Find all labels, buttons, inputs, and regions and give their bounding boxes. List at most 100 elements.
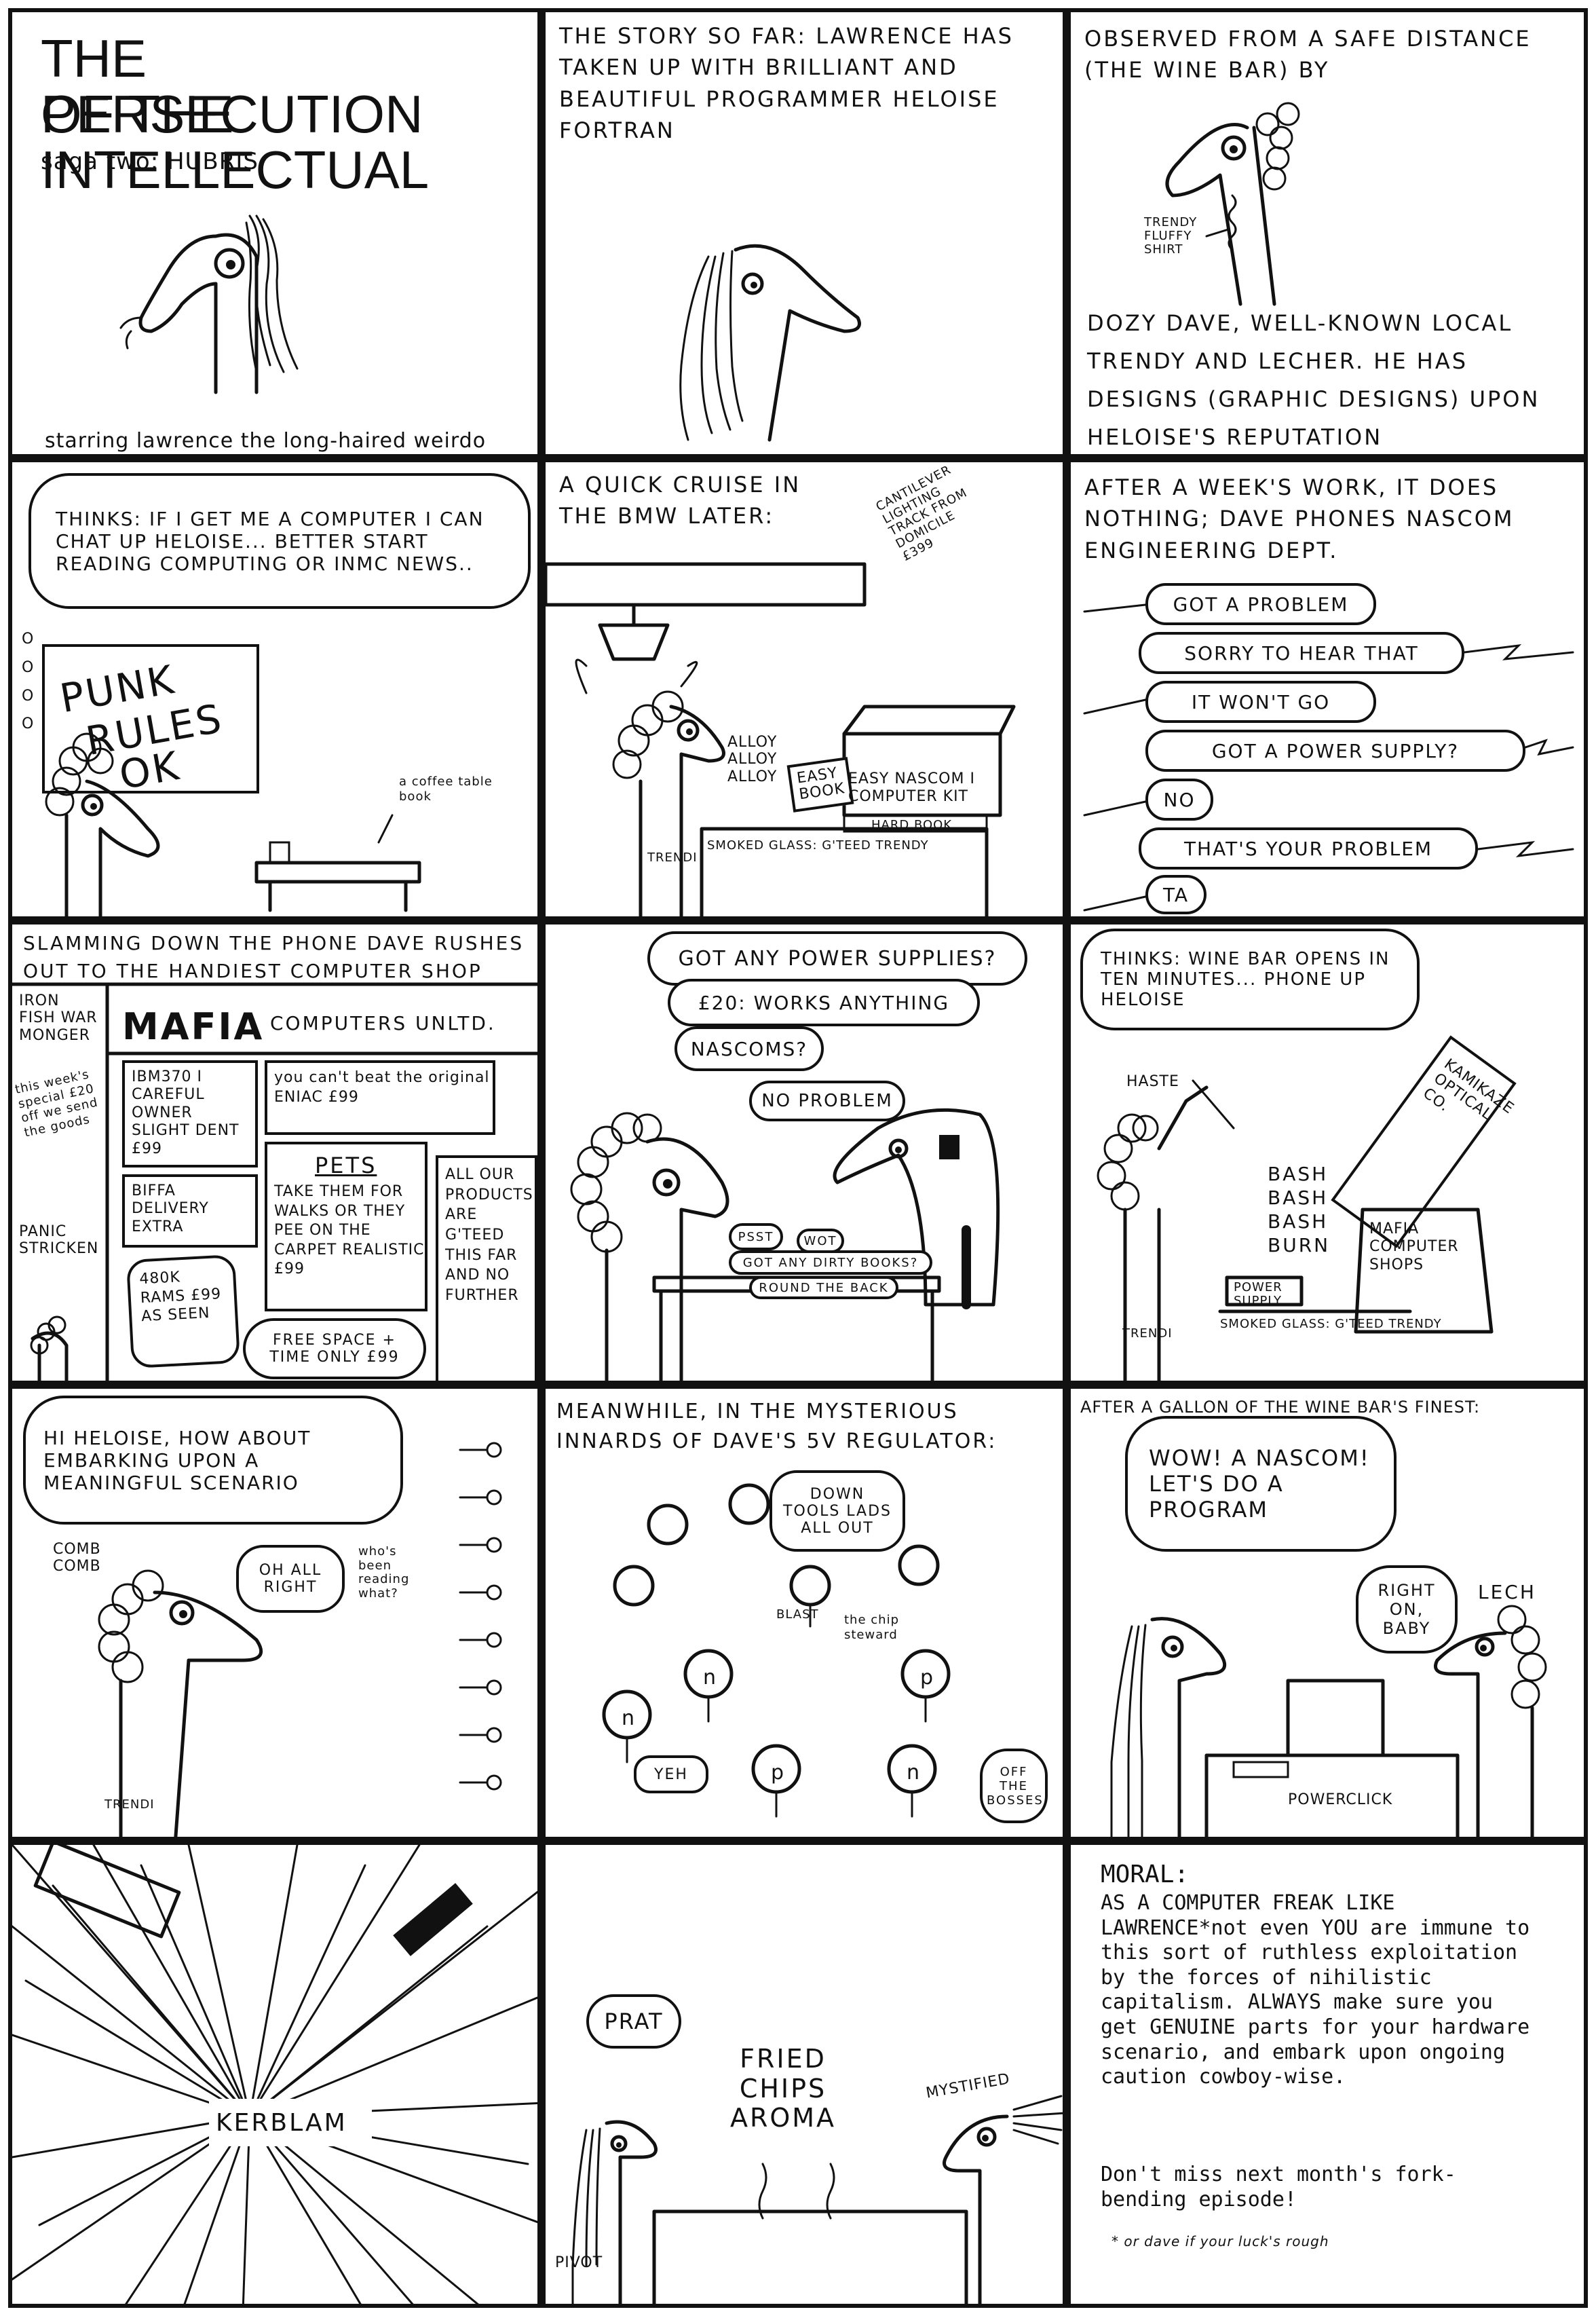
whisper-dirty-books: GOT ANY DIRTY BOOKS? xyxy=(729,1250,932,1275)
mafia-bag-label: MAFIA COMPUTER SHOPS xyxy=(1369,1220,1459,1273)
moral-title: MORAL: xyxy=(1101,1861,1190,1888)
shop-front-drawing xyxy=(12,982,537,1381)
panel-computer-shop: SLAMMING DOWN THE PHONE DAVE RUSHES OUT … xyxy=(8,920,542,1385)
powerclick-label: POWERCLICK xyxy=(1288,1791,1393,1808)
trendi-tag-2: TRENDI xyxy=(1122,1326,1173,1341)
dave-caption: DOZY DAVE, WELL-KNOWN LOCAL TRENDY AND L… xyxy=(1087,310,1540,450)
panel-phone-call: AFTER A WEEK'S WORK, IT DOES NOTHING; DA… xyxy=(1067,458,1588,920)
coffee-table-label: a coffee table book xyxy=(399,774,493,804)
whisper-psst: PSST xyxy=(729,1223,783,1250)
ask-power-supplies: GOT ANY POWER SUPPLIES? xyxy=(647,931,1027,986)
lech-sound: LECH xyxy=(1478,1581,1536,1603)
kerblam-box: KERBLAM xyxy=(209,2099,372,2146)
smoked-glass-label: SMOKED GLASS: G'TEED TRENDY xyxy=(707,838,929,853)
products-notice: ALL OUR PRODUCTS ARE G'TEED THIS FAR AND… xyxy=(436,1155,537,1381)
regulator-caption: MEANWHILE, IN THE MYSTERIOUS INNARDS OF … xyxy=(556,1400,998,1453)
next-month: Don't miss next month's fork-bending epi… xyxy=(1101,2163,1456,2211)
bash-sound: BASH BASH BASH BURN xyxy=(1268,1163,1331,1256)
off-bosses-speech: off the bosses xyxy=(980,1749,1048,1823)
electron-n-2: n xyxy=(622,1706,636,1730)
phone-line-3: IT WON'T GO xyxy=(1145,681,1376,723)
right-on-speech: RIGHT ON, BABY xyxy=(1356,1565,1458,1654)
easy-book: EASY BOOK xyxy=(786,757,854,813)
lawrence-thinking-drawing xyxy=(45,732,421,916)
yeh-speech: YEH xyxy=(634,1755,708,1793)
phone-line-5: NO xyxy=(1145,779,1213,821)
no-problem: NO PROBLEM xyxy=(749,1081,905,1121)
haste-label: HASTE xyxy=(1126,1073,1179,1090)
power-supply-label: POWER SUPPLY xyxy=(1234,1280,1282,1308)
whisper-round-back: ROUND THE BACK xyxy=(749,1276,898,1299)
ibm-ad: IBM370 I CAREFUL OWNER SLIGHT DENT £99 xyxy=(122,1060,258,1168)
cruise-caption: A QUICK CRUISE IN THE BMW LATER: xyxy=(559,472,801,529)
scenario-speech: HI HELOISE, HOW ABOUT EMBARKING UPON A M… xyxy=(23,1396,403,1525)
panel-kerblam: KERBLAM xyxy=(8,1841,542,2308)
panel-observed: OBSERVED FROM A SAFE DISTANCE (THE WINE … xyxy=(1067,8,1588,458)
phone-line-4: GOT A POWER SUPPLY? xyxy=(1145,730,1525,772)
trendi-tag: TRENDI xyxy=(647,851,698,865)
blast-label: BLAST xyxy=(776,1607,819,1622)
down-tools-speech: DOWN TOOLS LADS ALL OUT xyxy=(770,1470,905,1552)
comic-title-line2: OF THE INTELLECTUAL xyxy=(41,84,430,200)
phone-line-7: TA xyxy=(1145,875,1206,914)
punk-poster: PUNK RULES OK xyxy=(42,644,259,798)
gallon-caption: AFTER A GALLON OF THE WINE BAR'S FINEST: xyxy=(1080,1398,1481,1417)
starring-caption: starring lawrence the long-haired weirdo xyxy=(45,429,487,453)
electron-p-1: p xyxy=(920,1666,934,1689)
eniac-ad: you can't beat the original ENIAC £99 xyxy=(265,1060,495,1135)
shop-caption: SLAMMING DOWN THE PHONE DAVE RUSHES OUT … xyxy=(23,932,525,982)
shirt-label: TRENDY FLUFFY SHIRT xyxy=(1144,215,1198,257)
shop-drawing xyxy=(546,562,1016,916)
panel-story-so-far: THE STORY SO FAR: LAWRENCE HAS TAKEN UP … xyxy=(542,8,1067,458)
phone-zigzags xyxy=(1083,603,1574,912)
works-anything: £20: WORKS ANYTHING xyxy=(668,979,980,1026)
alloy-label: ALLOY ALLOY ALLOY xyxy=(727,734,778,785)
smoked-glass-label-2: SMOKED GLASS: G'TEED TRENDY xyxy=(1220,1317,1442,1331)
bashing-drawing xyxy=(1097,1079,1494,1381)
phone-line-1: GOT A PROBLEM xyxy=(1145,583,1376,625)
panel-thinks-computer: THINKS: IF I GET ME A COMPUTER I CAN CHA… xyxy=(8,458,542,920)
fishmonger-sign: IRON FISH WAR MONGER xyxy=(19,992,98,1044)
electrons-drawing xyxy=(602,1483,951,1818)
panic-label: PANIC STRICKEN xyxy=(19,1223,99,1258)
panel-hi-heloise: HI HELOISE, HOW ABOUT EMBARKING UPON A M… xyxy=(8,1385,542,1841)
oh-all-right: OH ALL RIGHT xyxy=(236,1545,345,1613)
whisper-wot: WOT xyxy=(797,1229,844,1253)
prat-speech: PRAT xyxy=(586,1994,681,2049)
footnote: * or dave if your luck's rough xyxy=(1112,2233,1329,2249)
panel-nascom-program: AFTER A GALLON OF THE WINE BAR'S FINEST:… xyxy=(1067,1385,1588,1841)
panel-power-supplies: GOT ANY POWER SUPPLIES? £20: WORKS ANYTH… xyxy=(542,920,1067,1385)
phone-caption: AFTER A WEEK'S WORK, IT DOES NOTHING; DA… xyxy=(1084,474,1515,563)
ask-nascoms: NASCOMS? xyxy=(674,1026,824,1071)
lawrence-drawing xyxy=(119,214,299,394)
ram-ad: 480K RAMS £99 as seen xyxy=(126,1254,241,1369)
courting-drawing xyxy=(98,1442,502,1837)
panel-title: THE PERSECUTION OF THE INTELLECTUAL saga… xyxy=(8,8,542,458)
comb-sound: COMB COMB xyxy=(53,1541,101,1575)
chip-steward-label: the chip steward xyxy=(844,1613,899,1642)
dave-drawing xyxy=(1165,102,1300,306)
saga-subtitle: saga two: HUBRIS xyxy=(41,148,259,175)
shop-name: MAFIA xyxy=(122,1005,265,1048)
thought-bubble: THINKS: IF I GET ME A COMPUTER I CAN CHA… xyxy=(28,473,531,609)
shop-subtitle: COMPUTERS UNLTD. xyxy=(270,1012,496,1034)
hard-book-label: HARD BOOK xyxy=(871,818,953,832)
panel-moral: MORAL: AS A COMPUTER FREAK LIKE LAWRENCE… xyxy=(1067,1841,1588,2308)
panel-haste: THINKS: WINE BAR OPENS IN TEN MINUTES...… xyxy=(1067,920,1588,1385)
programming-drawing xyxy=(1110,1605,1547,1837)
thought-dots: oooo xyxy=(22,631,36,733)
wine-bar-thought: THINKS: WINE BAR OPENS IN TEN MINUTES...… xyxy=(1080,929,1420,1030)
observed-caption: OBSERVED FROM A SAFE DISTANCE (THE WINE … xyxy=(1084,26,1532,83)
aftermath-drawing xyxy=(571,2095,1063,2304)
comic-title-line1: THE PERSECUTION xyxy=(41,29,423,144)
heloise-drawing xyxy=(679,244,861,442)
who-read-aside: who's been reading what? xyxy=(358,1544,410,1601)
moral-body: AS A COMPUTER FREAK LIKE LAWRENCE*not ev… xyxy=(1101,1891,1530,2089)
electron-n-3: n xyxy=(907,1761,921,1785)
phone-line-6: THAT'S YOUR PROBLEM xyxy=(1139,827,1478,870)
pets-ad: PETS TAKE THEM FOR WALKS OR THEY PEE ON … xyxy=(265,1142,428,1311)
explosion-drawing xyxy=(12,1845,537,2304)
dealer-drawing xyxy=(570,1108,1000,1381)
panel-fried-chips: PRAT FRIED CHIPS AROMA MYSTIFIED PIVOT xyxy=(542,1841,1067,2308)
